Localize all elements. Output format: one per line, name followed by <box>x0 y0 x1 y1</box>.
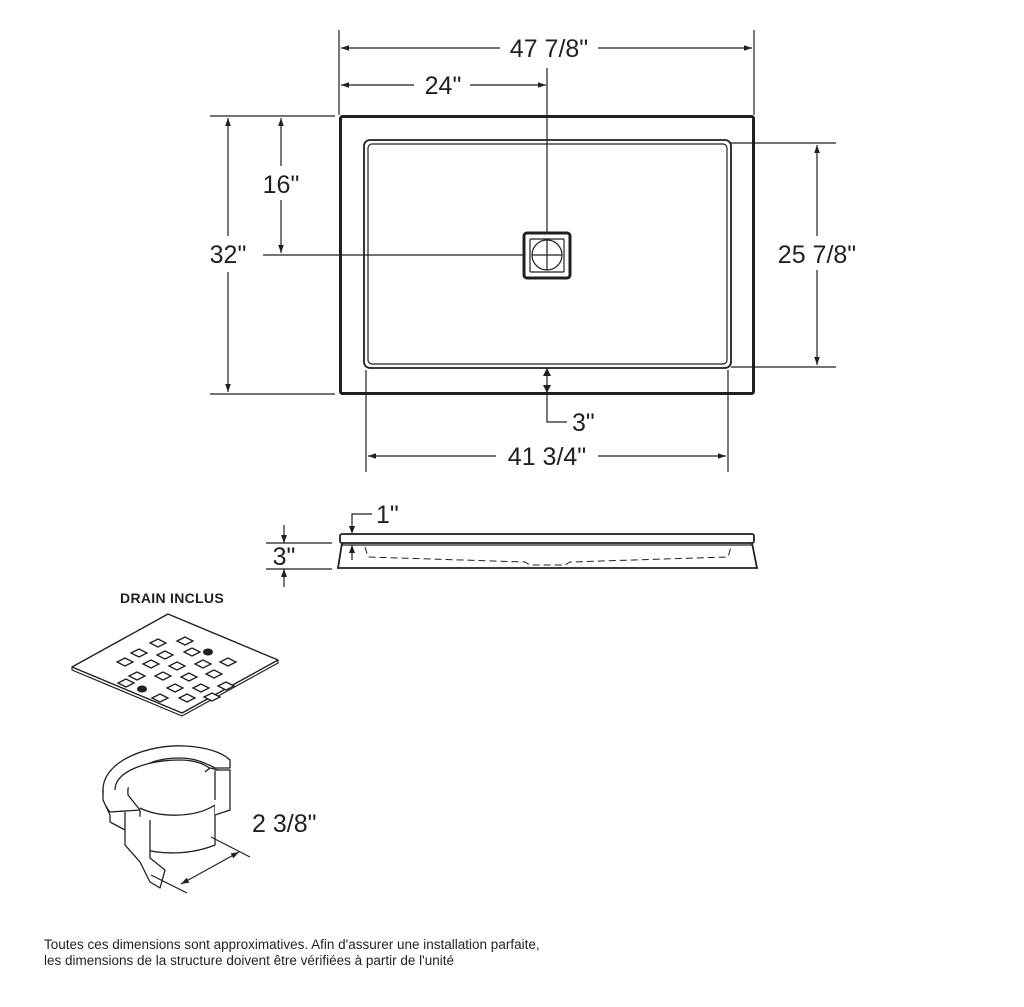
total-height-label: 3" <box>273 543 296 571</box>
inner-depth-label: 25 7/8" <box>778 241 856 269</box>
disclaimer-line-2: les dimensions de la structure doivent ê… <box>44 953 455 968</box>
drain-diameter-label: 2 3/8" <box>252 810 316 838</box>
front-apron-dimension: 3" <box>543 368 595 437</box>
drain-offset-y-label: 16" <box>263 171 300 199</box>
overall-depth-dimension: 32" <box>210 118 247 392</box>
drain-grate-icon <box>71 613 279 717</box>
overall-depth-label: 32" <box>210 241 247 269</box>
overall-width-label: 47 7/8" <box>510 35 588 63</box>
drain-body-icon <box>102 745 231 889</box>
inner-depth-dimension: 25 7/8" <box>778 145 856 365</box>
side-view: 1" 3" <box>266 501 759 587</box>
rim-height-label: 1" <box>376 501 399 529</box>
top-view: 47 7/8" 24" 32" 16" <box>210 30 856 472</box>
drain-title: DRAIN INCLUS <box>120 590 224 606</box>
drain-offset-y-dimension: 16" <box>263 118 300 253</box>
drain-diameter-dimension: 2 3/8" <box>150 810 316 894</box>
drain-top-view-icon <box>522 231 572 280</box>
front-apron-label: 3" <box>572 409 595 437</box>
drain-offset-x-label: 24" <box>425 72 462 100</box>
inner-width-label: 41 3/4" <box>508 443 586 471</box>
overall-width-dimension: 47 7/8" <box>341 35 752 63</box>
rim-height-dimension: 1" <box>349 501 399 560</box>
drain-offset-x-dimension: 24" <box>341 72 546 100</box>
disclaimer-line-1: Toutes ces dimensions sont approximative… <box>44 937 540 952</box>
inner-width-dimension: 41 3/4" <box>368 443 726 471</box>
disclaimer-note: Toutes ces dimensions sont approximative… <box>44 937 540 969</box>
drain-detail: DRAIN INCLUS <box>71 590 316 894</box>
total-height-dimension: 3" <box>266 525 332 587</box>
